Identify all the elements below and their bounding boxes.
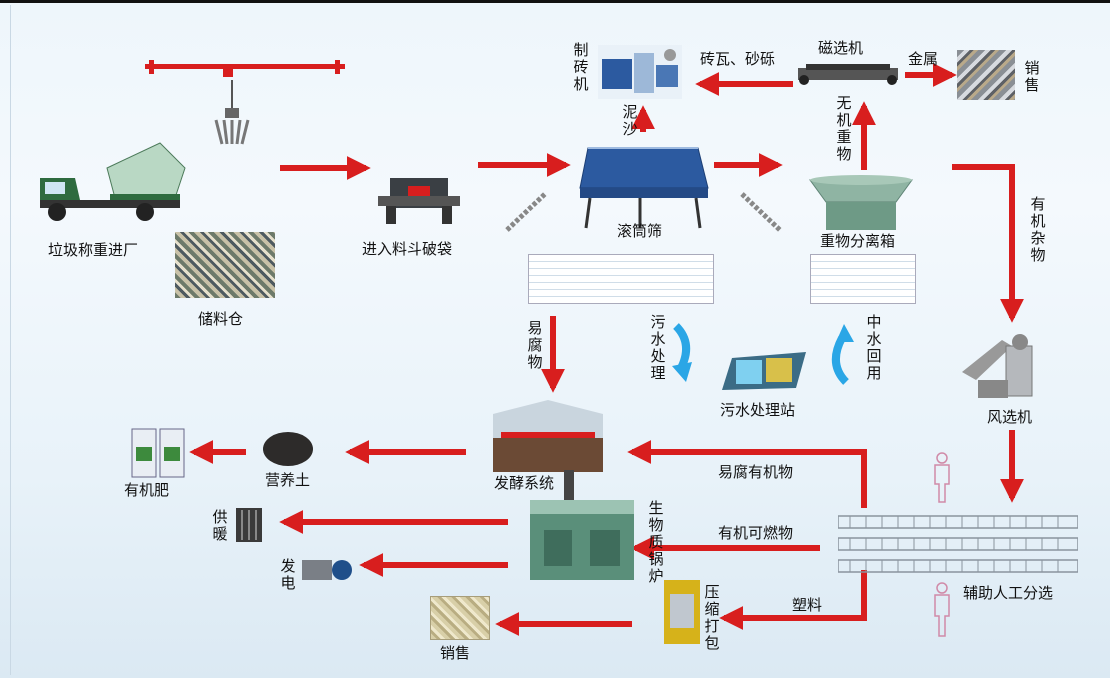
label-sale-top: 销售 [1024, 59, 1040, 94]
fertilizer-bag-icon [130, 425, 188, 479]
label-truck-in: 垃圾称重进厂 [48, 241, 139, 259]
label-organic-debris: 有机杂物 [1030, 195, 1046, 264]
sewage-station-icon [722, 348, 806, 392]
storage-pile-icon [175, 232, 275, 298]
tank-left [528, 254, 714, 304]
label-organic-fertilizer: 有机肥 [124, 481, 170, 499]
label-metal: 金属 [908, 50, 939, 68]
trommel-icon [570, 140, 712, 230]
metal-scrap-icon [957, 50, 1015, 100]
diagram-frame [10, 5, 1101, 675]
arrow-organic-debris [952, 164, 1024, 323]
label-separator: 重物分离箱 [820, 232, 896, 250]
label-tiles-gravel: 砖瓦、砂砾 [700, 50, 776, 68]
label-baler: 压缩打包 [704, 583, 720, 652]
water-arrow-icon [672, 323, 854, 385]
magnetic-separator-icon [798, 62, 898, 88]
label-hopper: 进入料斗破袋 [362, 240, 453, 258]
label-power: 发电 [280, 557, 296, 592]
worker-icon [930, 582, 954, 638]
fermentation-hall-icon [493, 400, 603, 472]
label-manual-sort: 辅助人工分选 [963, 584, 1054, 602]
crane-icon [145, 60, 345, 80]
label-brick-machine: 制砖机 [573, 41, 589, 93]
shredder-icon [378, 170, 460, 226]
conveyor-icon [740, 190, 782, 232]
label-trommel: 滚筒筛 [617, 222, 663, 240]
label-fermentation: 发酵系统 [494, 474, 555, 492]
red-arrows [189, 63, 1024, 636]
brick-machine-icon [598, 45, 682, 99]
label-perishable-down: 易腐物 [527, 319, 543, 371]
boiler-icon [530, 470, 634, 580]
baler-icon [658, 580, 706, 644]
label-inorganic-heavy: 无机重物 [836, 94, 852, 163]
label-air-separator: 风选机 [987, 408, 1033, 426]
label-magnetic: 磁选机 [818, 39, 864, 57]
label-sewage-station: 污水处理站 [720, 401, 796, 419]
label-storage: 储料仓 [198, 310, 244, 328]
label-plastic: 塑料 [792, 596, 823, 614]
label-perishable-organics: 易腐有机物 [718, 463, 794, 481]
truck-icon [35, 138, 190, 228]
label-heating: 供暖 [212, 508, 228, 543]
bale-icon [430, 596, 490, 640]
arrow-to-baler [719, 570, 867, 630]
conveyor-icon [505, 190, 547, 232]
sorting-conveyor-icon [837, 514, 1079, 574]
label-silt: 泥沙 [622, 103, 638, 138]
arrow-to-fermentation [627, 440, 867, 508]
heavy-separator-icon [808, 172, 914, 232]
label-reclaimed: 中水回用 [866, 313, 882, 382]
top-border [0, 0, 1110, 3]
generator-icon [302, 552, 354, 584]
label-sewage-treat: 污水处理 [650, 313, 666, 382]
air-separator-icon [962, 332, 1042, 402]
label-nutrient-soil: 营养土 [265, 471, 311, 489]
label-organic-combustible: 有机可燃物 [718, 524, 794, 542]
label-sale-bottom: 销售 [440, 644, 471, 662]
grab-bucket-icon [212, 80, 252, 146]
label-boiler: 生物质锅炉 [648, 499, 664, 585]
tank-right [810, 254, 916, 304]
radiator-icon [236, 508, 262, 542]
soil-pile-icon [262, 425, 314, 467]
worker-icon [930, 452, 954, 504]
